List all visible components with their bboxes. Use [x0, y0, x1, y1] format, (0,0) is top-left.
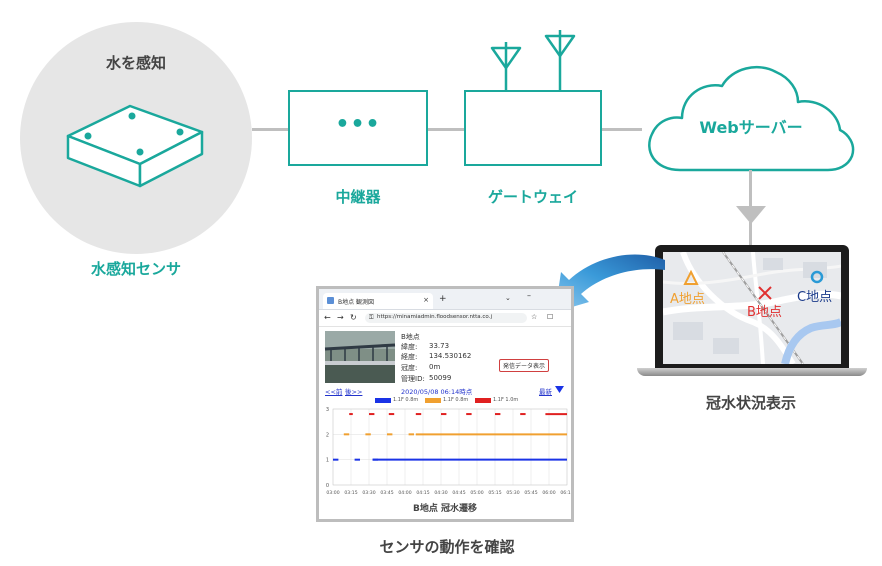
laptop-caption: 冠水状況表示: [705, 394, 796, 412]
tab-close-icon[interactable]: ×: [423, 296, 429, 304]
connector-cloud-laptop: [749, 170, 752, 210]
x-tick-label: 04:00: [398, 490, 411, 496]
x-tick-label: 05:30: [506, 490, 519, 496]
map-point-b[interactable]: B地点: [747, 305, 782, 320]
repeater-label: 中継器: [335, 188, 381, 206]
x-tick-label: 03:45: [380, 490, 393, 496]
nav-prev-link[interactable]: <<前: [325, 388, 343, 396]
forward-icon[interactable]: →: [337, 313, 344, 322]
map-point-a[interactable]: A地点: [670, 292, 705, 307]
laptop-map-screen: [663, 252, 841, 364]
browser-caption: センサの動作を確認: [379, 538, 515, 556]
sensor-device-icon: [66, 104, 204, 188]
x-tick-label: 05:00: [470, 490, 483, 496]
show-data-button[interactable]: 発信データ表示: [499, 359, 550, 372]
antenna-icon: [544, 30, 576, 90]
plot-frame: [332, 408, 568, 486]
lon-value: 134.530162: [429, 352, 472, 360]
browser-window: B地点 観測図 × + ⌄ – ← → ↻ ⚿ https://minamiad…: [316, 286, 574, 522]
new-tab-icon[interactable]: +: [439, 294, 447, 304]
sensor-caption: 水感知センサ: [90, 260, 181, 278]
gateway-label: ゲートウェイ: [487, 188, 578, 206]
antenna-icon: [490, 42, 522, 90]
y-tick-label: 0: [326, 483, 329, 489]
warning-triangle-icon: [683, 269, 699, 285]
cloud-label: Webサーバー: [699, 118, 803, 137]
circle-marker-icon: [810, 270, 824, 284]
repeater-dots-icon: •••: [335, 112, 381, 137]
id-value: 50099: [429, 374, 452, 382]
url-text: https://minamiadmin.floodsensor.ntta.co.…: [377, 314, 492, 320]
x-tick-label: 04:15: [416, 490, 429, 496]
x-tick-label: 04:30: [434, 490, 447, 496]
menu-icon[interactable]: ☐: [547, 313, 554, 321]
legend-label: 1.1F 0.8m: [443, 397, 469, 403]
tab-favicon-icon: [327, 297, 334, 304]
depth-value: 0m: [429, 363, 441, 371]
latest-link[interactable]: 最新: [539, 388, 552, 396]
repeater-box: •••: [288, 90, 428, 166]
lon-label: 経度:: [401, 353, 418, 361]
url-input[interactable]: ⚿ https://minamiadmin.floodsensor.ntta.c…: [365, 313, 527, 323]
chart-title: B地点 冠水遷移: [413, 504, 477, 514]
connector-sensor-repeater: [252, 128, 288, 131]
browser-url-bar: ← → ↻ ⚿ https://minamiadmin.floodsensor.…: [319, 310, 571, 327]
legend-swatch-orange: [425, 398, 441, 403]
lat-label: 緯度:: [401, 343, 418, 351]
flood-chart: 0 1 2 3 03:00 03:15 03:30 03:45 04:00 04:15 04:30 0…: [326, 407, 573, 496]
id-label: 管理ID:: [401, 375, 425, 383]
cloud-icon: [648, 65, 855, 172]
chevron-down-icon[interactable]: ⌄: [505, 294, 511, 302]
browser-tab-bar: B地点 観測図 × + ⌄ –: [319, 289, 571, 310]
browser-tab[interactable]: B地点 観測図 ×: [323, 293, 433, 309]
legend-label: 1.1F 1.0m: [493, 397, 519, 403]
connector-to-laptop: [749, 222, 752, 246]
timestamp: 2020/05/08 06:14時点: [401, 388, 473, 396]
map-graphic: [663, 252, 841, 364]
connector-gateway-cloud: [602, 128, 642, 131]
down-arrow-icon: [736, 206, 766, 224]
location-photo: [324, 331, 396, 383]
laptop-base: [637, 368, 867, 376]
x-tick-label: 03:00: [326, 490, 339, 496]
point-name: B地点: [401, 333, 420, 341]
triangle-down-icon[interactable]: [555, 386, 564, 394]
x-tick-label: 03:15: [344, 490, 357, 496]
x-tick-label: 05:45: [524, 490, 537, 496]
gateway-box: [464, 90, 602, 166]
y-tick-label: 1: [326, 458, 329, 464]
minimize-icon[interactable]: –: [527, 291, 531, 300]
tab-title: B地点 観測図: [338, 299, 375, 306]
y-tick-label: 3: [326, 407, 329, 413]
sensor-title: 水を感知: [105, 54, 166, 72]
cross-marker-icon: [758, 286, 772, 300]
nav-next-link[interactable]: 後>>: [345, 388, 363, 396]
x-tick-label: 03:30: [362, 490, 375, 496]
y-tick-label: 2: [326, 432, 329, 438]
connector-repeater-gateway: [428, 128, 464, 131]
curved-arrow-icon: [555, 254, 665, 312]
reload-icon[interactable]: ↻: [350, 313, 357, 322]
legend-swatch-red: [475, 398, 491, 403]
chart-legend: 1.1F 0.8m 1.1F 0.8m 1.1F 1.0m: [375, 397, 525, 405]
x-tick-label: 05:15: [488, 490, 501, 496]
legend-label: 1.1F 0.8m: [393, 397, 419, 403]
x-tick-label: 06:00: [542, 490, 555, 496]
lat-value: 33.73: [429, 342, 450, 350]
legend-swatch-blue: [375, 398, 391, 403]
depth-label: 冠度:: [401, 364, 418, 372]
x-tick-label: 06:15: [560, 490, 573, 496]
lock-icon: ⚿: [369, 314, 374, 321]
map-point-c[interactable]: C地点: [797, 290, 833, 305]
back-icon[interactable]: ←: [324, 313, 331, 322]
star-icon[interactable]: ☆: [531, 313, 538, 321]
x-tick-label: 04:45: [452, 490, 465, 496]
